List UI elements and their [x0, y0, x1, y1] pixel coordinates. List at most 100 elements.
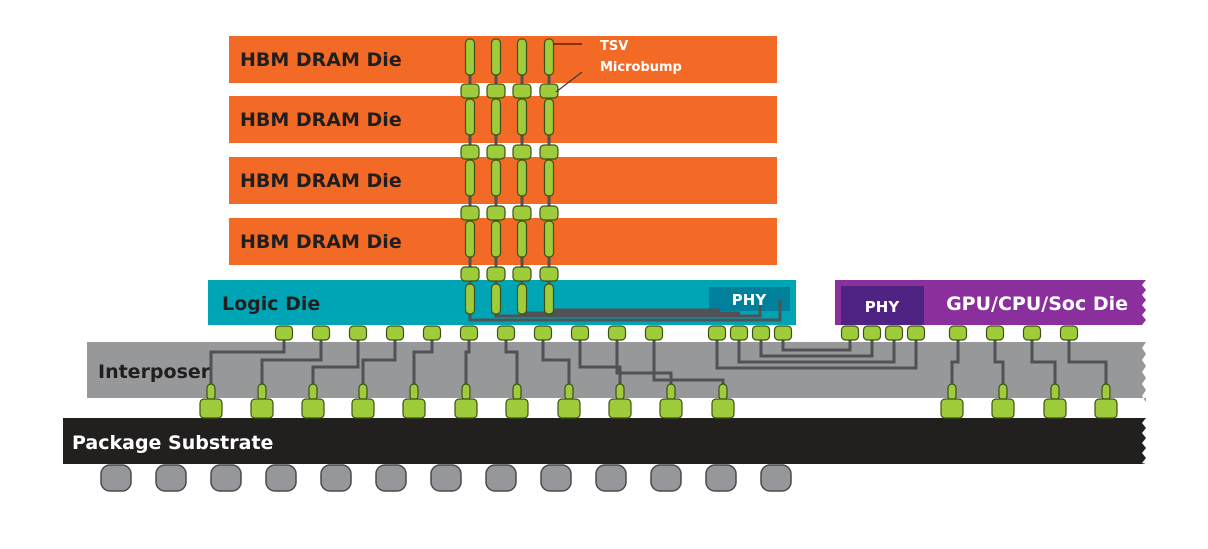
soc-microbump — [1022, 325, 1042, 341]
logic-microbump — [751, 325, 771, 341]
package-substrate: Package Substrate — [63, 418, 1146, 464]
tsv — [464, 98, 476, 136]
logic-microbump — [422, 325, 442, 341]
c4-bump — [301, 398, 325, 419]
c4-bump — [1043, 398, 1067, 419]
tsv — [490, 159, 502, 197]
tsv — [464, 159, 476, 197]
soc-microbump — [906, 325, 926, 341]
tsv — [464, 38, 476, 76]
dram-die: HBM DRAM Die — [229, 96, 777, 143]
interposer-trace — [578, 338, 622, 392]
dram-die-label: HBM DRAM Die — [240, 170, 402, 192]
interposer-trace — [1030, 338, 1057, 392]
c4-bump — [940, 398, 964, 419]
interposer-via — [1050, 383, 1060, 401]
c4-bump — [351, 398, 375, 419]
tsv — [543, 220, 555, 258]
package-ball — [540, 464, 572, 492]
tsv-label: TSV — [600, 39, 628, 54]
microbump — [539, 83, 559, 99]
dram-die-label: HBM DRAM Die — [240, 49, 402, 71]
dram-die: HBM DRAM Die — [229, 218, 777, 265]
microbump — [512, 205, 532, 221]
bump-layer — [199, 38, 1118, 419]
interposer-trace — [1067, 338, 1108, 392]
tsv — [543, 98, 555, 136]
c4-bump — [402, 398, 426, 419]
interposer-trace — [412, 338, 434, 392]
tsv — [490, 220, 502, 258]
microbump — [512, 83, 532, 99]
interposer-trace — [311, 338, 360, 392]
microbump-label: Microbump — [600, 60, 682, 75]
phy-link-trace — [781, 338, 852, 352]
package-ball — [485, 464, 517, 492]
interposer-trace — [615, 338, 673, 392]
package-ball — [595, 464, 627, 492]
microbump — [512, 144, 532, 160]
logic-microbump — [773, 325, 793, 341]
logic-die-phy — [709, 287, 790, 311]
package-ball — [760, 464, 792, 492]
phy-link-trace — [759, 338, 874, 358]
logic-microbump — [348, 325, 368, 341]
phy-link-trace — [715, 338, 918, 370]
logic-microbump — [459, 325, 479, 341]
soc-phy-label: PHY — [865, 298, 901, 316]
soc-microbump — [862, 325, 882, 341]
interposer-via — [564, 383, 574, 401]
dram-die-label: HBM DRAM Die — [240, 231, 402, 253]
dram-die-body — [229, 96, 777, 143]
interposer-via — [718, 383, 728, 401]
soc-microbump — [840, 325, 860, 341]
c4-bump — [991, 398, 1015, 419]
interposer-via — [998, 383, 1008, 401]
c4-bump — [608, 398, 632, 419]
logic-microbump — [274, 325, 294, 341]
interposer-trace — [541, 338, 571, 392]
tsv — [516, 283, 528, 315]
c4-bump — [250, 398, 274, 419]
interposer-via — [947, 383, 957, 401]
c4-bump — [454, 398, 478, 419]
logic-microbump — [607, 325, 627, 341]
tsv — [464, 283, 476, 315]
microbump — [486, 144, 506, 160]
package-ball — [650, 464, 682, 492]
interposer-via — [257, 383, 267, 401]
tsv — [490, 283, 502, 315]
substrate-label: Package Substrate — [72, 432, 273, 454]
interposer-trace — [950, 338, 960, 392]
tsv — [464, 220, 476, 258]
logic-phy-label: PHY — [732, 291, 768, 309]
dram-die-body — [229, 36, 777, 83]
c4-bump — [659, 398, 683, 419]
c4-bump — [557, 398, 581, 419]
microbump — [486, 205, 506, 221]
c4-bump — [505, 398, 529, 419]
tsv — [490, 98, 502, 136]
logic-die: Logic Die PHY — [208, 280, 796, 325]
tsv — [516, 159, 528, 197]
dram-die-body — [229, 157, 777, 204]
interposer-via — [461, 383, 471, 401]
logic-microbump — [570, 325, 590, 341]
tsv — [490, 38, 502, 76]
soc-die-label: GPU/CPU/Soc Die — [946, 293, 1128, 315]
soc-microbump — [948, 325, 968, 341]
logic-microbump — [311, 325, 331, 341]
interposer-label: Interposer — [98, 361, 211, 383]
tsv — [543, 159, 555, 197]
microbump — [460, 144, 480, 160]
dram-die-label: HBM DRAM Die — [240, 109, 402, 131]
microbump — [539, 205, 559, 221]
logic-microbump — [496, 325, 516, 341]
interposer-via — [1101, 383, 1111, 401]
substrate-body — [63, 418, 1146, 464]
logic-microbump — [644, 325, 664, 341]
interposer-trace — [504, 338, 519, 392]
interposer-trace — [260, 338, 323, 392]
callouts: TSV Microbump — [553, 39, 682, 93]
package-ball — [705, 464, 737, 492]
